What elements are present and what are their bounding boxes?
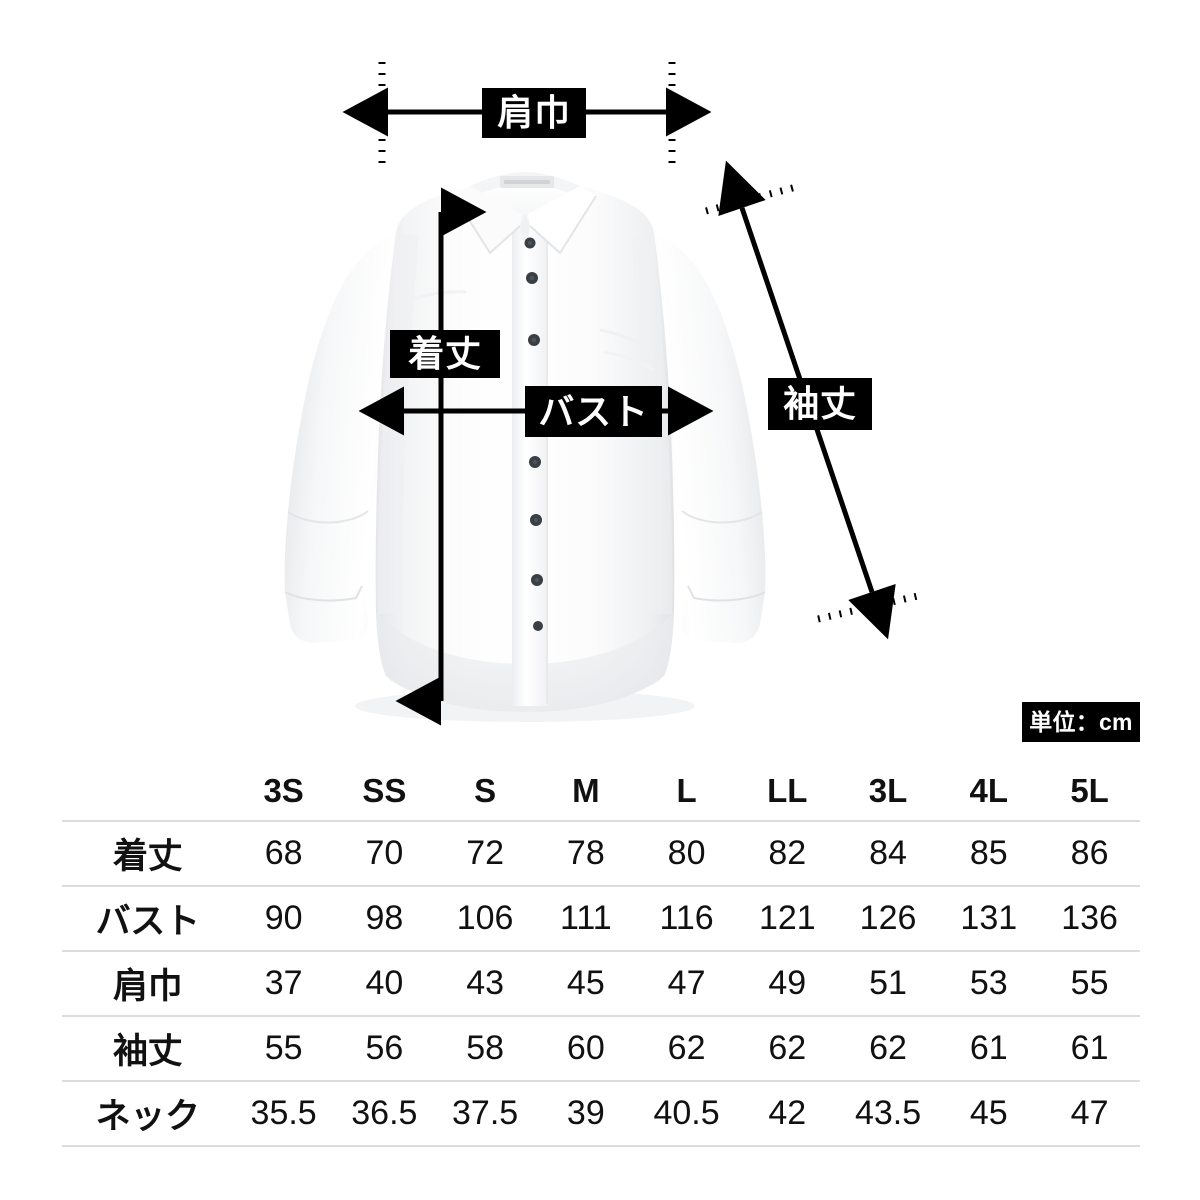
garment-diagram: 着丈 バスト 袖丈 肩巾 単位：cm xyxy=(284,62,1140,742)
row-label-shoulder: 肩巾 xyxy=(112,967,183,1006)
table-row: 肩巾 37 40 43 45 47 49 51 53 55 xyxy=(62,951,1140,1016)
callout-bust: バスト xyxy=(525,386,662,437)
header-row: 3S SS S M L LL 3L 4L 5L xyxy=(62,762,1140,821)
cell-length-5l: 86 xyxy=(1070,834,1109,872)
callout-length: 着丈 xyxy=(390,330,500,378)
cell-sleeve-s: 58 xyxy=(466,1029,505,1067)
cell-neck-5l: 47 xyxy=(1070,1094,1109,1132)
cell-sleeve-4l: 61 xyxy=(969,1029,1008,1067)
cell-shoulder-3s: 37 xyxy=(264,964,303,1002)
cell-length-l: 80 xyxy=(667,834,706,872)
cell-neck-3s: 35.5 xyxy=(250,1094,317,1132)
cell-length-3s: 68 xyxy=(264,834,303,872)
cell-neck-3l: 43.5 xyxy=(854,1094,922,1132)
header-size-ll: LL xyxy=(767,772,808,809)
cell-bust-4l: 131 xyxy=(960,899,1018,937)
cell-length-m: 78 xyxy=(566,834,605,872)
row-label-length: 着丈 xyxy=(112,837,183,876)
cell-neck-m: 39 xyxy=(566,1094,605,1132)
cell-sleeve-3s: 55 xyxy=(264,1029,303,1067)
table-row: バスト 90 98 106 111 116 121 126 131 136 xyxy=(62,886,1140,951)
size-table: 3S SS S M L LL 3L 4L 5L 着丈 68 70 72 78 8… xyxy=(62,762,1140,1147)
callout-sleeve: 袖丈 xyxy=(768,378,872,430)
header-size-l: L xyxy=(676,772,697,809)
cell-length-ll: 82 xyxy=(768,834,807,872)
cell-bust-3l: 126 xyxy=(859,899,917,937)
cell-shoulder-m: 45 xyxy=(566,964,605,1002)
cell-shoulder-s: 43 xyxy=(466,964,505,1002)
unit-badge: 単位：cm xyxy=(1022,702,1140,742)
cell-neck-s: 37.5 xyxy=(452,1094,519,1132)
row-label-sleeve: 袖丈 xyxy=(112,1032,183,1071)
cell-shoulder-ss: 40 xyxy=(365,964,404,1002)
cell-shoulder-5l: 55 xyxy=(1070,964,1109,1002)
header-size-3l: 3L xyxy=(868,772,908,809)
cell-bust-ss: 98 xyxy=(365,899,404,937)
cell-neck-ll: 42 xyxy=(768,1094,807,1132)
cell-length-ss: 70 xyxy=(365,834,404,872)
measurement-arrows xyxy=(342,62,923,726)
header-size-3s: 3S xyxy=(263,772,304,809)
row-label-neck: ネック xyxy=(95,1097,200,1136)
table-row: ネック 35.5 36.5 37.5 39 40.5 42 43.5 45 47 xyxy=(62,1081,1140,1146)
size-table-head: 3S SS S M L LL 3L 4L 5L xyxy=(62,762,1140,821)
table-row: 袖丈 55 56 58 60 62 62 62 61 61 xyxy=(62,1016,1140,1081)
header-corner xyxy=(62,762,233,821)
table-row: 着丈 68 70 72 78 80 82 84 85 86 xyxy=(62,821,1140,886)
cell-sleeve-m: 60 xyxy=(566,1029,605,1067)
cell-bust-l: 116 xyxy=(659,899,714,937)
cell-neck-4l: 45 xyxy=(969,1094,1008,1132)
callout-shoulder: 肩巾 xyxy=(482,88,586,138)
size-table-body: 着丈 68 70 72 78 80 82 84 85 86 バスト 90 98 … xyxy=(62,821,1140,1146)
cell-length-s: 72 xyxy=(466,834,505,872)
cell-bust-5l: 136 xyxy=(1061,899,1118,937)
cell-shoulder-l: 47 xyxy=(667,964,706,1002)
cell-sleeve-ss: 56 xyxy=(365,1029,404,1067)
header-size-ss: SS xyxy=(362,772,407,809)
header-size-m: M xyxy=(572,772,600,809)
cell-bust-ll: 121 xyxy=(758,899,816,937)
cell-neck-l: 40.5 xyxy=(653,1094,720,1132)
header-size-4l: 4L xyxy=(969,772,1009,809)
cell-bust-m: 111 xyxy=(559,899,612,937)
header-size-s: S xyxy=(474,772,497,809)
cell-shoulder-3l: 51 xyxy=(869,964,907,1002)
cell-sleeve-3l: 62 xyxy=(869,1029,907,1067)
cell-sleeve-l: 62 xyxy=(667,1029,706,1067)
cell-shoulder-4l: 53 xyxy=(969,964,1008,1002)
cell-sleeve-ll: 62 xyxy=(768,1029,807,1067)
cell-sleeve-5l: 61 xyxy=(1070,1029,1109,1067)
cell-length-3l: 84 xyxy=(869,834,907,872)
row-label-bust: バスト xyxy=(95,902,200,941)
cell-bust-s: 106 xyxy=(456,899,514,937)
cell-shoulder-ll: 49 xyxy=(768,964,807,1002)
cell-length-4l: 85 xyxy=(969,834,1008,872)
header-size-5l: 5L xyxy=(1070,772,1109,809)
cell-bust-3s: 90 xyxy=(264,899,303,937)
cell-neck-ss: 36.5 xyxy=(351,1094,418,1132)
